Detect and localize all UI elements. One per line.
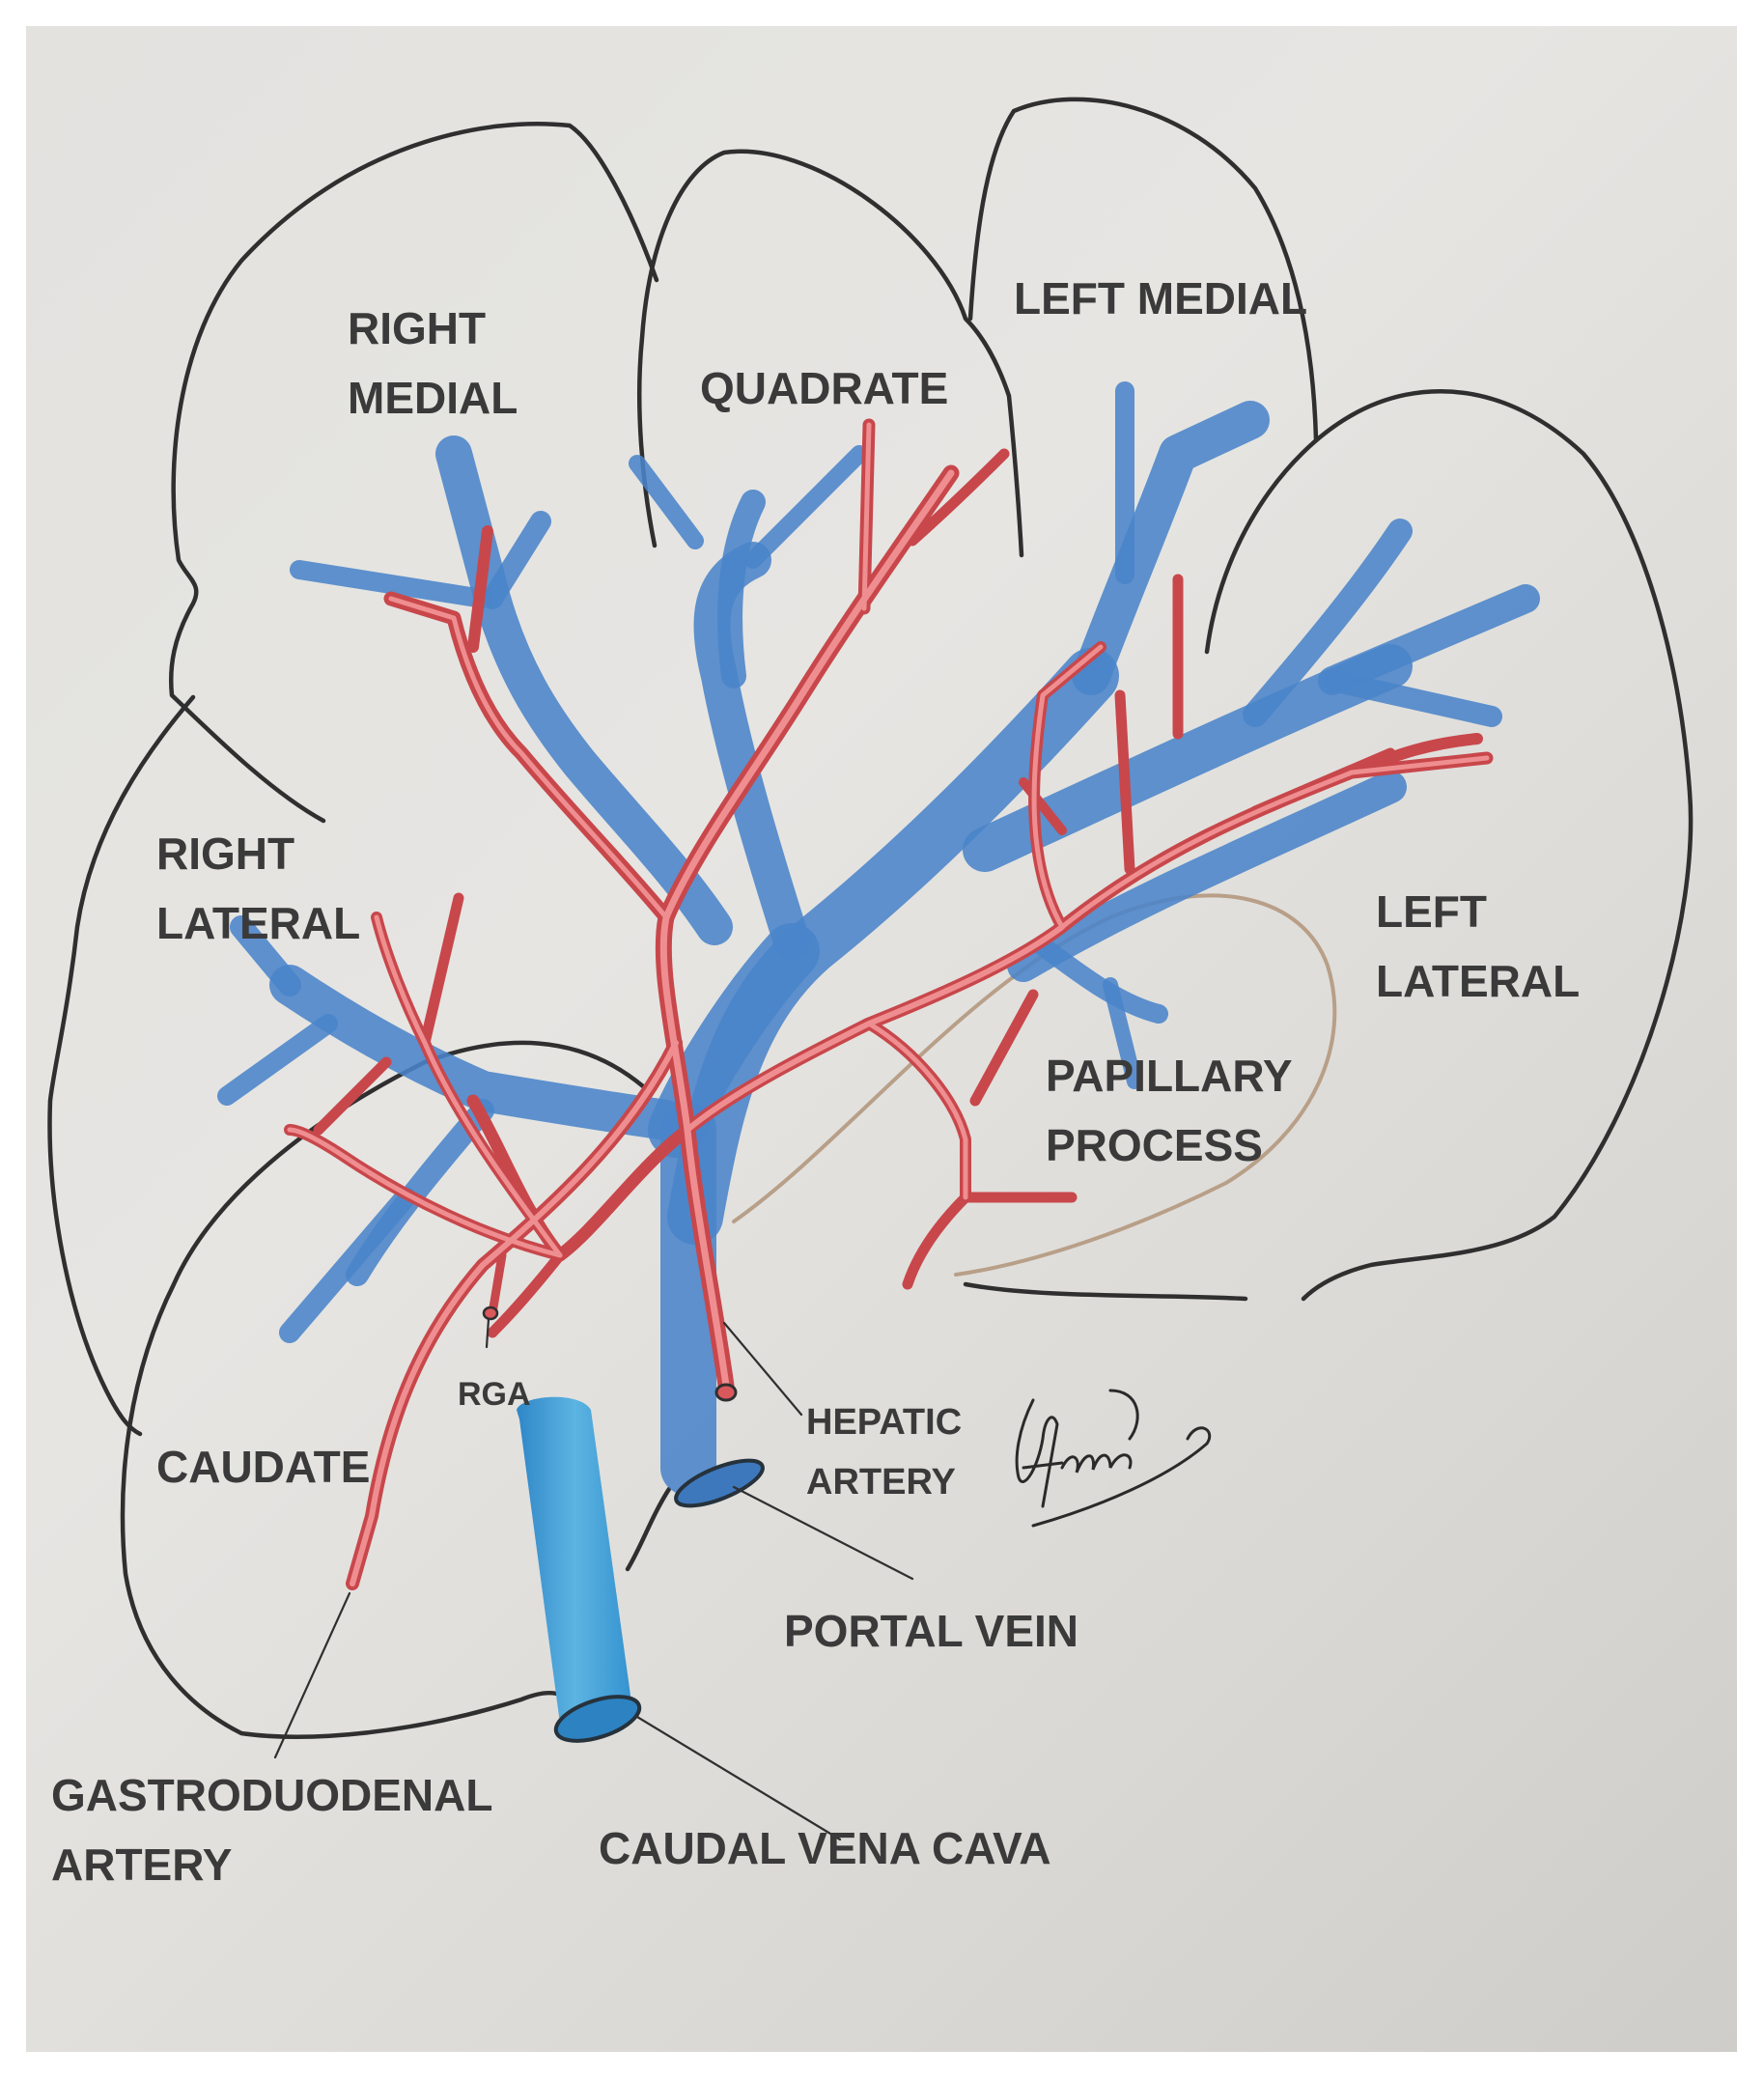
papillary-process-outline bbox=[732, 893, 1337, 1277]
label-right-medial-line2: MEDIAL bbox=[348, 373, 518, 423]
quadrate-lobe-outline bbox=[636, 149, 1024, 558]
hepatic-artery-opening bbox=[714, 1383, 738, 1402]
label-gastroduodenal-artery-line1: GASTRODUODENAL bbox=[51, 1770, 492, 1820]
labels: RIGHT MEDIAL QUADRATE LEFT MEDIAL RIGHT … bbox=[51, 273, 1580, 1890]
label-right-lateral-line2: LATERAL bbox=[156, 898, 360, 948]
hepatic-artery-branches bbox=[284, 418, 1494, 1590]
label-left-medial: LEFT MEDIAL bbox=[1014, 273, 1307, 323]
caudal-vena-cava bbox=[517, 1396, 642, 1743]
label-portal-vein: PORTAL VEIN bbox=[784, 1606, 1078, 1656]
label-papillary-process-line2: PROCESS bbox=[1046, 1120, 1263, 1170]
label-gastroduodenal-artery-line2: ARTERY bbox=[51, 1839, 232, 1890]
right-medial-lobe-outline bbox=[168, 122, 659, 824]
liver-outline bbox=[47, 97, 1694, 1739]
label-papillary-process-line1: PAPILLARY bbox=[1046, 1051, 1293, 1101]
portal-vein-opening bbox=[674, 1458, 765, 1508]
papillary-lower-outline bbox=[963, 1281, 1248, 1302]
leader-lines bbox=[273, 1317, 914, 1841]
label-caudate: CAUDATE bbox=[156, 1442, 370, 1492]
portal-stub-outline bbox=[625, 1486, 672, 1572]
left-lateral-lobe-outline bbox=[1204, 388, 1694, 1302]
label-right-lateral-line1: RIGHT bbox=[156, 828, 294, 879]
label-hepatic-artery-line1: HEPATIC bbox=[806, 1402, 962, 1443]
right-lateral-lobe-outline bbox=[47, 694, 196, 1437]
gastroduodenal-leader bbox=[273, 1591, 351, 1759]
rga-opening bbox=[482, 1306, 499, 1321]
rga-leader bbox=[485, 1317, 490, 1349]
artist-signature bbox=[1015, 1389, 1211, 1528]
label-quadrate: QUADRATE bbox=[700, 363, 948, 413]
label-rga: RGA bbox=[458, 1376, 531, 1413]
label-caudal-vena-cava: CAUDAL VENA CAVA bbox=[599, 1823, 1051, 1873]
portal-vein-branches bbox=[217, 381, 1540, 1496]
label-hepatic-artery-line2: ARTERY bbox=[806, 1462, 956, 1502]
vena-cava-leader bbox=[635, 1715, 842, 1841]
label-left-lateral-line1: LEFT bbox=[1376, 886, 1487, 937]
label-right-medial-line1: RIGHT bbox=[348, 303, 486, 353]
portal-vein-leader bbox=[732, 1485, 914, 1581]
label-left-lateral-line2: LATERAL bbox=[1376, 956, 1580, 1006]
hepatic-artery-leader bbox=[722, 1321, 803, 1417]
left-medial-lobe-outline bbox=[967, 97, 1319, 442]
